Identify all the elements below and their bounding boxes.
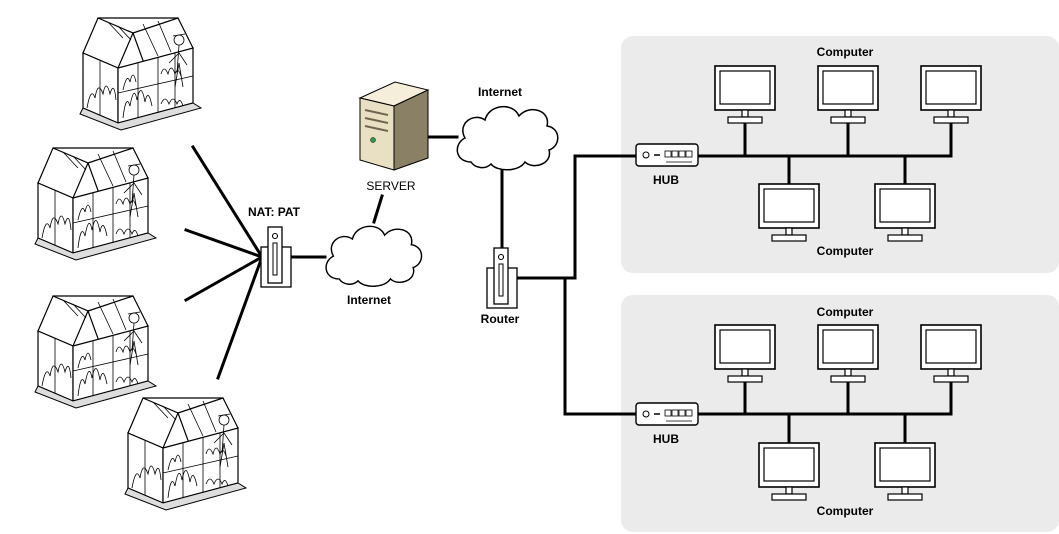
computer-bottom-2-label: Computer (817, 504, 874, 518)
computer-top-2-label: Computer (817, 244, 874, 258)
cloud-icon (325, 225, 423, 287)
computer-top-1-label: Computer (817, 45, 874, 59)
greenhouse-icon (124, 397, 247, 511)
connection-lines (183, 121, 953, 445)
internet-left-label: Internet (347, 293, 391, 307)
greenhouse-icon (34, 147, 157, 261)
server-icon (358, 81, 430, 171)
hub-top-label: HUB (653, 173, 679, 187)
cloud-icon (456, 105, 559, 171)
nat-device-icon (260, 226, 292, 288)
router-label: Router (481, 312, 520, 326)
nat-label: NAT: PAT (248, 205, 301, 219)
hub-icon (635, 402, 699, 426)
hub-icon (635, 143, 699, 167)
greenhouse-icon (79, 17, 202, 131)
server-label: SERVER (366, 179, 415, 193)
greenhouse-icon (34, 295, 157, 409)
internet-top-label: Internet (478, 85, 522, 99)
router-icon (486, 247, 518, 309)
hub-bottom-label: HUB (653, 432, 679, 446)
computer-bottom-1-label: Computer (817, 305, 874, 319)
